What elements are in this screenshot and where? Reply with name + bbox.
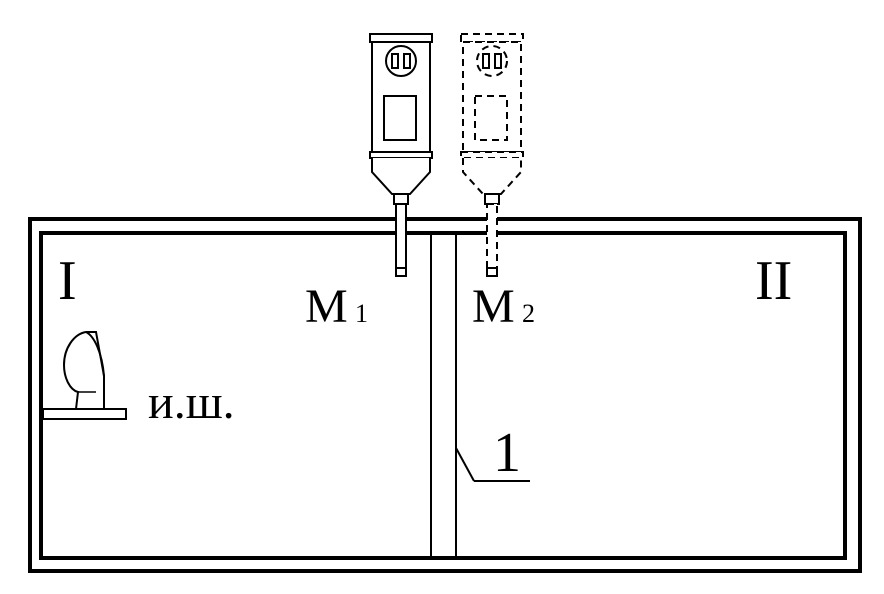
partition-leader-line bbox=[455, 447, 530, 482]
noise-source-icon bbox=[42, 331, 127, 420]
partition-label: 1 bbox=[493, 422, 521, 484]
meter-m1-label: M bbox=[305, 280, 348, 333]
sound-meter-m2-icon bbox=[460, 33, 524, 277]
meter-m1-subscript: 1 bbox=[355, 299, 368, 328]
noise-source-label: и.ш. bbox=[148, 376, 235, 429]
meter-m2-subscript: 2 bbox=[522, 299, 535, 328]
sound-meter-m1-icon bbox=[369, 33, 433, 277]
inner-wall bbox=[39, 231, 847, 560]
outer-wall bbox=[28, 217, 862, 573]
room-left-label: I bbox=[58, 250, 77, 312]
partition bbox=[430, 233, 457, 558]
meter-m2-label: M bbox=[472, 280, 515, 333]
room-right-label: II bbox=[755, 250, 792, 312]
